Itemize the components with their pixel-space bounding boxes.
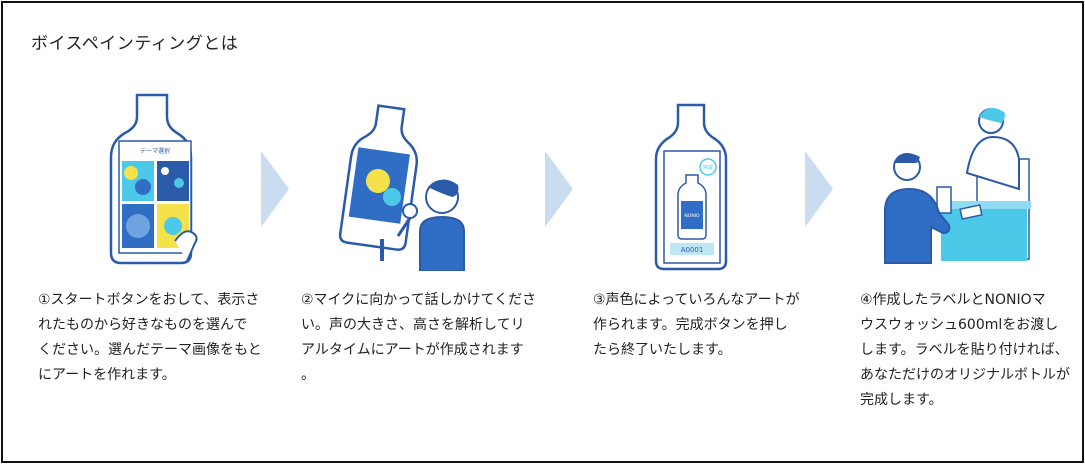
step-2-line: ②マイクに向かって話しかけてくださ (301, 292, 537, 308)
illustration-theme-select: テーマ選択 (109, 93, 198, 265)
step-4-description: ④作成したラベルとNONIOマ ウスウォッシュ600mlをお渡し します。ラベル… (860, 288, 1075, 413)
label-code: A0001 (681, 246, 704, 254)
illustration-complete: 完成 NONIO A0001 (654, 103, 728, 271)
step-1-line: にアートを作れます。 (38, 367, 176, 383)
step-4-line: 完成します。 (860, 392, 943, 408)
step-arrow-3 (805, 151, 833, 227)
step-arrow-1 (261, 151, 289, 227)
step-arrow-2 (545, 151, 573, 227)
bottle-brand-label: NONIO (684, 213, 700, 219)
step-3-line: 作られます。完成ボタンを押し (593, 317, 788, 333)
step-1-line: れたものから好きなものを選んで (38, 317, 248, 333)
step-2-line: アルタイムにアートが作成されます (301, 342, 524, 358)
step-4-line: ④作成したラベルとNONIOマ (860, 292, 1046, 308)
step-1-line: ①スタートボタンをおして、表示さ (38, 292, 260, 308)
step-2-line: い。声の大きさ、高さを解析してリ (301, 317, 525, 333)
step-3-line: たら終了いたします。 (593, 342, 732, 358)
step-3-description: ③声色によっていろんなアートが 作られます。完成ボタンを押し たら終了いたします… (593, 288, 813, 363)
step-4-line: します。ラベルを貼り付ければ、 (860, 342, 1069, 358)
page-title: ボイスペインティングとは (31, 34, 239, 54)
illustration-microphone (338, 104, 465, 271)
done-badge: 完成 (703, 164, 713, 171)
step-2-description: ②マイクに向かって話しかけてくださ い。声の大きさ、高さを解析してリ アルタイム… (301, 288, 541, 388)
step-1-line: ください。選んだテーマ画像をもと (38, 342, 262, 358)
theme-select-label: テーマ選択 (140, 147, 170, 155)
step-4-line: ウスウォッシュ600mlをお渡し (860, 317, 1059, 333)
step-3-line: ③声色によっていろんなアートが (593, 292, 800, 308)
step-2-line: 。 (301, 367, 315, 383)
content-frame: ボイスペインティングとは テーマ選択 (1, 1, 1084, 463)
step-4-line: あなただけのオリジナルボトルが (860, 367, 1070, 383)
illustration-handover (884, 107, 1031, 264)
step-1-description: ①スタートボタンをおして、表示さ れたものから好きなものを選んで ください。選ん… (38, 288, 278, 388)
